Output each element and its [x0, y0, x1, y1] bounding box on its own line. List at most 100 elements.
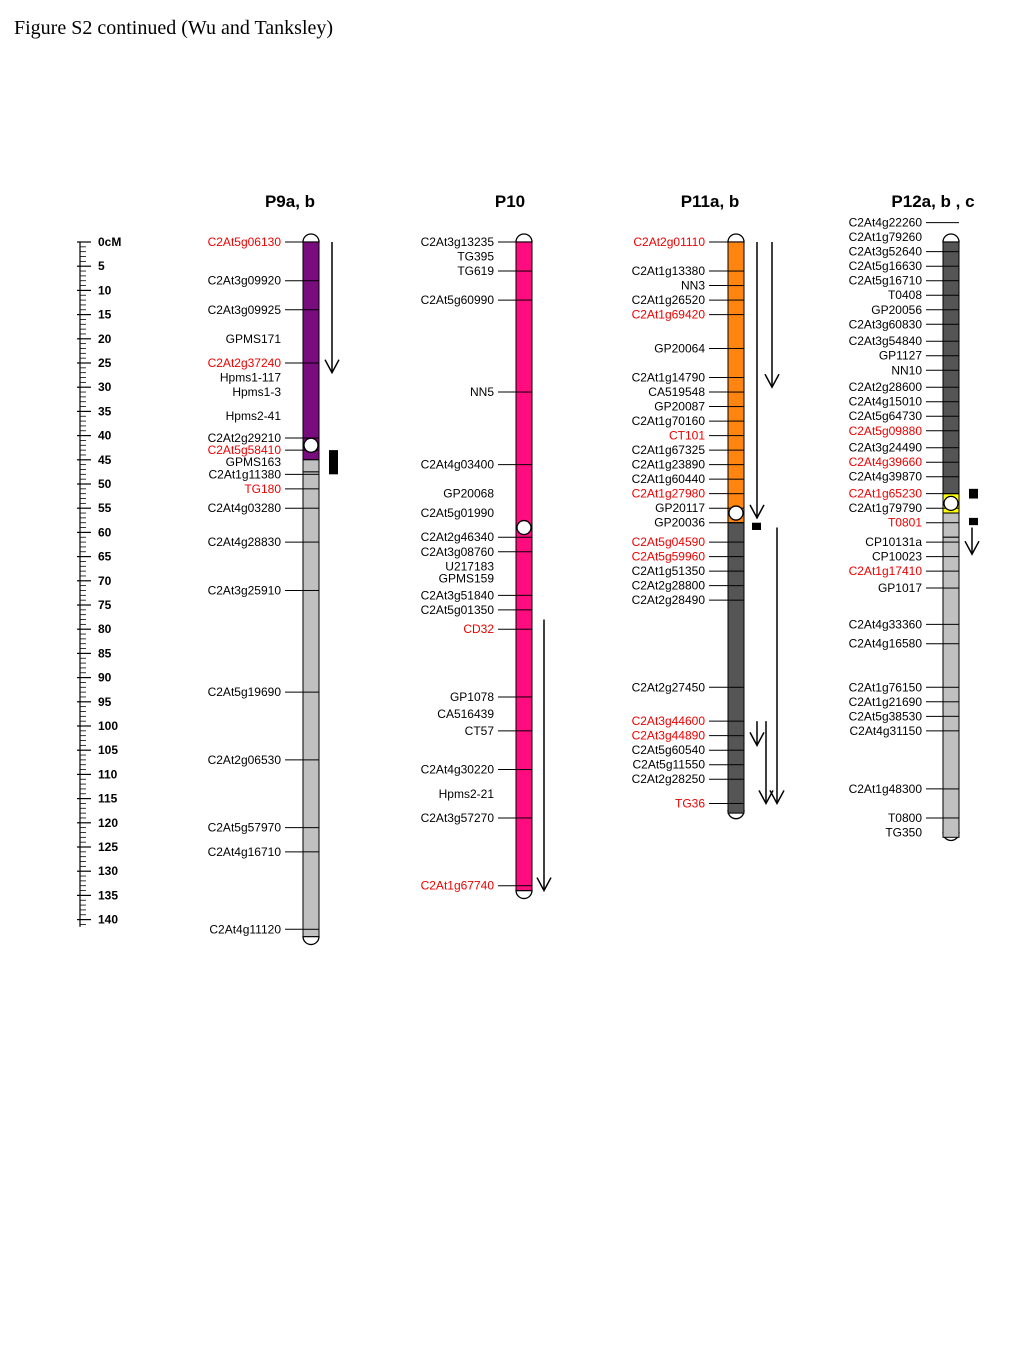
chromosome-segment	[302, 241, 320, 461]
marker-label: C2At1g70160	[632, 414, 706, 428]
marker-label: C2At4g03280	[208, 501, 282, 515]
marker-label: NN5	[470, 385, 494, 399]
scale-tick-label: 130	[98, 864, 118, 878]
centromere-circle	[516, 519, 532, 536]
marker-label: C2At4g31150	[849, 724, 922, 738]
down-arrow-head	[758, 790, 774, 806]
scale-tick-label: 85	[98, 646, 112, 660]
scale-tick-label: 35	[98, 404, 112, 418]
scale-tick-label: 95	[98, 695, 112, 709]
marker-label: C2At5g16630	[849, 259, 923, 273]
marker-label: CD32	[463, 622, 494, 636]
chromosome-bottom-cap	[515, 889, 533, 900]
marker-label: C2At1g67740	[421, 879, 495, 893]
marker-label: C2At2g28490	[632, 593, 706, 607]
marker-label: C2At3g09920	[208, 274, 282, 288]
scale-tick-label: 105	[98, 743, 118, 757]
marker-label: C2At4g30220	[421, 763, 495, 777]
marker-label: T0800	[888, 811, 922, 825]
marker-label: C2At4g03400	[421, 458, 495, 472]
centromere-circle	[303, 437, 319, 453]
marker-label: C2At3g51840	[421, 588, 495, 602]
marker-label: CP10023	[872, 550, 922, 564]
marker-label: C2At1g76150	[849, 680, 923, 694]
scale-tick-label: 110	[98, 767, 118, 781]
chromosome-title: P9a, b	[265, 192, 315, 211]
marker-label: C2At3g54840	[849, 334, 923, 348]
marker-label: C2At5g16710	[849, 274, 923, 288]
marker-label: C2At3g60830	[849, 317, 923, 331]
down-arrow-head	[749, 504, 765, 520]
marker-label: C2At2g27450	[632, 680, 706, 694]
marker-label: NN3	[681, 279, 705, 293]
annotation-layer	[324, 242, 980, 893]
marker-label: CP10131a	[865, 535, 922, 549]
scale-tick-label: 55	[98, 501, 112, 515]
marker-label: C2At1g11380	[208, 467, 281, 481]
chromosome-bottom-cap	[302, 935, 320, 946]
marker-label: GP20036	[654, 516, 705, 530]
marker-label: C2At1g65230	[849, 487, 923, 501]
marker-label: C2At5g09880	[849, 424, 923, 438]
chromosome-segment	[727, 241, 745, 524]
scale-tick-label: 30	[98, 380, 112, 394]
marker-label: C2At1g21690	[849, 695, 923, 709]
scale-tick-label: 100	[98, 719, 118, 733]
chromosome-0: P9a, bC2At5g06130C2At3g09920C2At3g09925G…	[208, 192, 320, 946]
down-arrow-head	[536, 877, 552, 893]
qtl-interval-bar	[329, 450, 338, 475]
marker-label: U217183	[445, 559, 494, 573]
scale-tick-label: 90	[98, 671, 112, 685]
marker-label: C2At2g28250	[632, 772, 706, 786]
down-arrow-head	[764, 373, 780, 389]
scale-tick-label: 140	[98, 913, 118, 927]
marker-label: C2At2g29210	[208, 431, 282, 445]
marker-label: GP20064	[654, 341, 705, 355]
chromosome-title: P10	[495, 192, 525, 211]
marker-label: C2At5g19690	[208, 685, 282, 699]
centromere-circle	[943, 495, 959, 512]
marker-label: Hpms1-3	[232, 385, 281, 399]
marker-label: C2At4g15010	[849, 395, 923, 409]
scale-tick-label: 5	[98, 259, 105, 273]
chromosome-segment	[942, 512, 960, 538]
scale-tick-label: 0cM	[98, 235, 121, 249]
scale-tick-label: 125	[98, 840, 118, 854]
down-arrow-head	[964, 540, 980, 556]
scale-tick-label: 75	[98, 598, 112, 612]
marker-label: T0801	[888, 516, 922, 530]
marker-label: C2At5g59960	[632, 550, 706, 564]
marker-label: CT57	[465, 724, 495, 738]
marker-label: C2At2g06530	[208, 753, 282, 767]
figure-title: Figure S2 continued (Wu and Tanksley)	[14, 17, 334, 39]
marker-label: Hpms2-21	[439, 787, 495, 801]
chromosome-2: P11a, bC2At2g01110C2At1g13380NN3C2At1g26…	[632, 192, 745, 820]
marker-label: C2At1g51350	[632, 564, 706, 578]
scale-tick-label: 120	[98, 816, 118, 830]
marker-label: CA516439	[437, 707, 494, 721]
marker-label: T0408	[888, 288, 922, 302]
marker-label: C2At5g01350	[421, 603, 495, 617]
marker-label: C2At5g06130	[208, 235, 282, 249]
centromere-circle	[728, 505, 744, 521]
marker-label: C2At1g48300	[849, 782, 923, 796]
chromosome-1: P10C2At3g13235TG395TG619C2At5g60990NN5C2…	[421, 192, 533, 900]
marker-label: TG395	[457, 250, 494, 264]
marker-label: C2At2g37240	[208, 356, 282, 370]
chromosome-top-cap	[302, 233, 320, 243]
chromosome-segment	[515, 241, 533, 892]
qtl-interval-bar	[752, 522, 761, 530]
chromosome-layer: P9a, bC2At5g06130C2At3g09920C2At3g09925G…	[208, 192, 975, 946]
marker-label: C2At2g01110	[633, 235, 705, 249]
marker-label: C2At3g25910	[208, 583, 282, 597]
marker-label: C2At1g67325	[632, 443, 706, 457]
chromosome-title: P12a, b , c	[891, 192, 974, 211]
scale-tick-label: 65	[98, 550, 112, 564]
marker-label: GP1078	[450, 690, 494, 704]
scale-tick-label: 25	[98, 356, 112, 370]
marker-label: C2At4g39870	[849, 470, 923, 484]
marker-label: GP20087	[654, 400, 705, 414]
marker-label: C2At1g69420	[632, 308, 706, 322]
marker-label: TG36	[675, 796, 705, 810]
marker-label: C2At3g08760	[421, 545, 495, 559]
